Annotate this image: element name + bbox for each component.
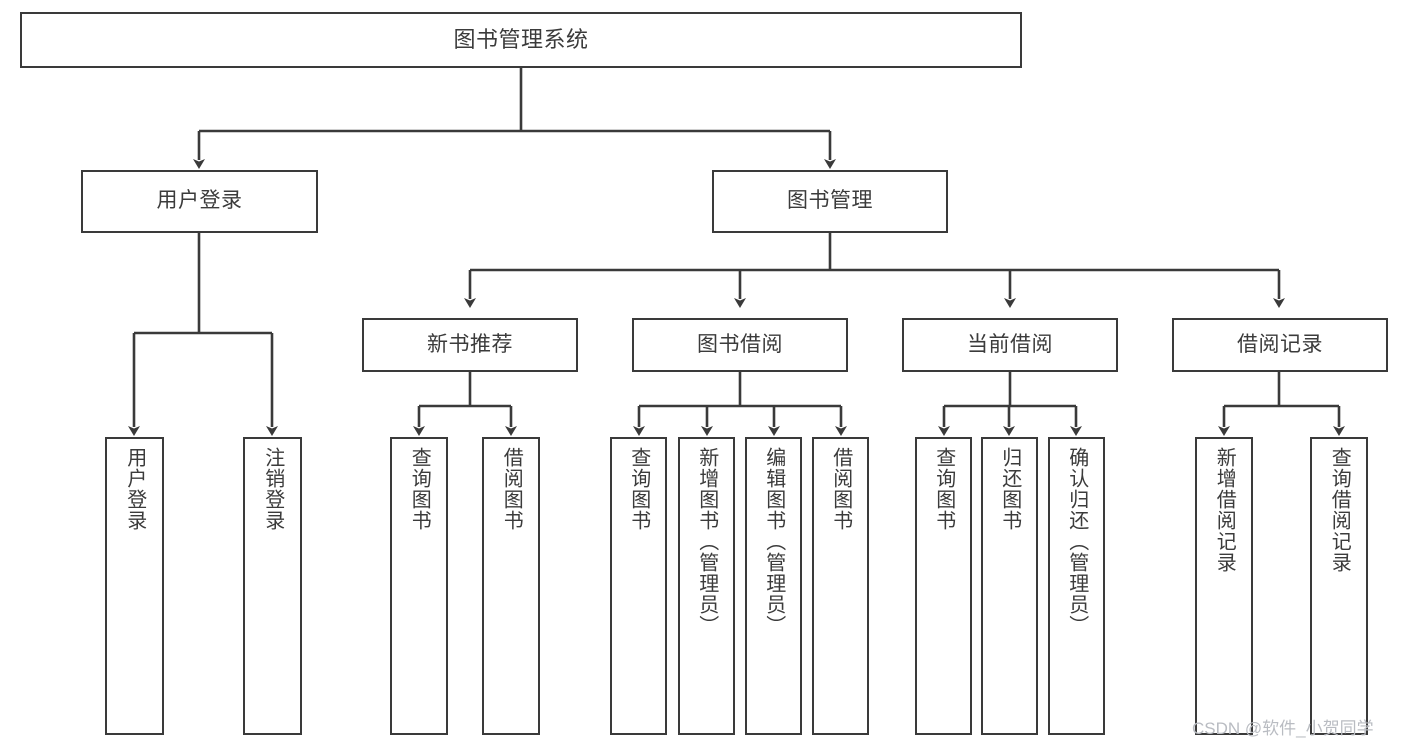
leaf-add-book-label: 新增图书（管理员）	[695, 447, 718, 636]
leaf-user-login-label: 用户登录	[123, 447, 146, 531]
leaf-return-book-label: 归还图书	[998, 447, 1021, 531]
leaf-confirm-return[interactable]: 确认归还（管理员）	[1048, 437, 1105, 735]
node-new-book-recommend-label: 新书推荐	[427, 332, 513, 356]
leaf-add-borrow-record-label: 新增借阅记录	[1213, 447, 1236, 573]
leaf-user-login[interactable]: 用户登录	[105, 437, 164, 735]
node-new-book-recommend[interactable]: 新书推荐	[362, 318, 578, 372]
leaf-edit-book[interactable]: 编辑图书（管理员）	[745, 437, 802, 735]
node-current-borrow[interactable]: 当前借阅	[902, 318, 1118, 372]
csdn-watermark: CSDN @软件_小贺同学	[1192, 719, 1374, 738]
leaf-confirm-return-label: 确认归还（管理员）	[1065, 447, 1088, 636]
node-user-login[interactable]: 用户登录	[81, 170, 318, 233]
leaf-borrow-book-2-label: 借阅图书	[829, 447, 852, 531]
node-user-login-label: 用户登录	[156, 189, 243, 213]
leaf-query-book-2-label: 查询图书	[627, 447, 650, 531]
node-current-borrow-label: 当前借阅	[967, 332, 1053, 356]
leaf-edit-book-label: 编辑图书（管理员）	[762, 447, 785, 636]
leaf-return-book[interactable]: 归还图书	[981, 437, 1038, 735]
leaf-query-book-1[interactable]: 查询图书	[390, 437, 448, 735]
leaf-borrow-book-1[interactable]: 借阅图书	[482, 437, 540, 735]
node-borrow-record[interactable]: 借阅记录	[1172, 318, 1388, 372]
leaf-borrow-book-2[interactable]: 借阅图书	[812, 437, 869, 735]
leaf-add-borrow-record[interactable]: 新增借阅记录	[1195, 437, 1253, 735]
leaf-query-book-3[interactable]: 查询图书	[915, 437, 972, 735]
leaf-query-book-2[interactable]: 查询图书	[610, 437, 667, 735]
node-root-label: 图书管理系统	[453, 27, 589, 53]
leaf-query-borrow-record[interactable]: 查询借阅记录	[1310, 437, 1368, 735]
leaf-query-book-1-label: 查询图书	[408, 447, 431, 531]
leaf-borrow-book-1-label: 借阅图书	[500, 447, 523, 531]
node-book-management-label: 图书管理	[787, 189, 873, 213]
leaf-query-borrow-record-label: 查询借阅记录	[1328, 447, 1351, 573]
leaf-logout-login-label: 注销登录	[261, 447, 284, 531]
node-book-borrow-label: 图书借阅	[697, 332, 783, 356]
node-borrow-record-label: 借阅记录	[1237, 332, 1323, 356]
node-book-management[interactable]: 图书管理	[712, 170, 948, 233]
leaf-logout-login[interactable]: 注销登录	[243, 437, 302, 735]
leaf-add-book[interactable]: 新增图书（管理员）	[678, 437, 735, 735]
leaf-query-book-3-label: 查询图书	[932, 447, 955, 531]
node-root[interactable]: 图书管理系统	[20, 12, 1022, 68]
node-book-borrow[interactable]: 图书借阅	[632, 318, 848, 372]
